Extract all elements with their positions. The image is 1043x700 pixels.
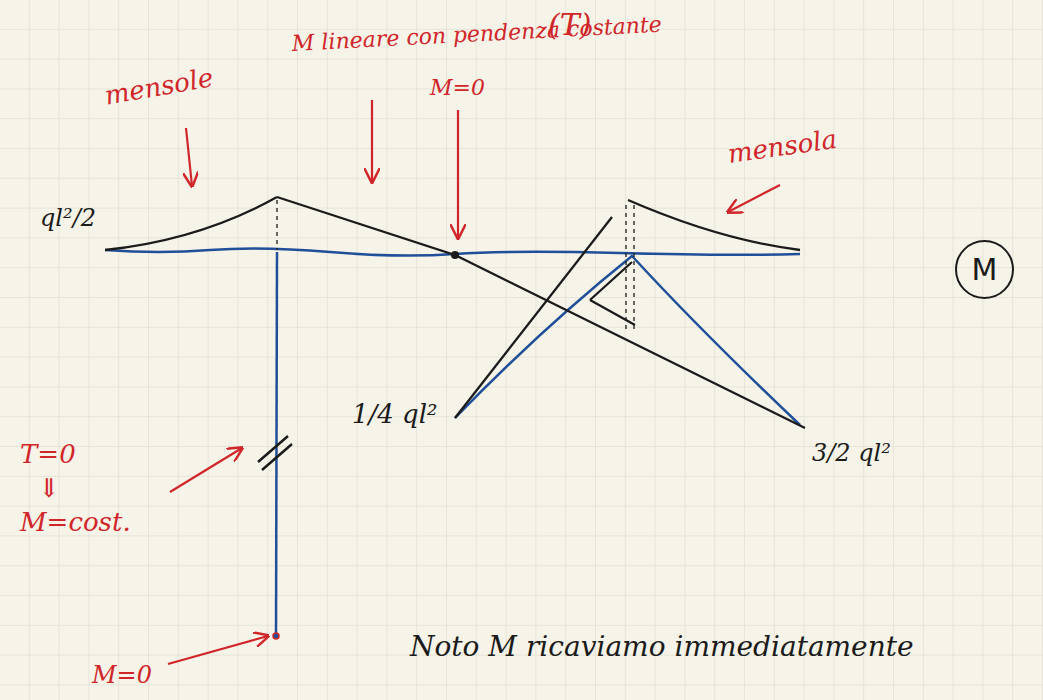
dashed-verticals — [277, 200, 634, 330]
handwritten-note: 3/2 ql² — [812, 440, 891, 466]
handwritten-note: 1/4 ql² — [352, 400, 438, 429]
handwritten-note: M=0 — [430, 76, 485, 100]
handwritten-note: Noto M ricaviamo immediatamente — [410, 632, 914, 663]
callout-arrows — [168, 100, 780, 664]
moment-line — [105, 197, 805, 428]
handwritten-note: ⇓ — [38, 474, 60, 503]
diagram-symbol-circle: M — [955, 240, 1014, 299]
hatch-marks — [258, 436, 292, 470]
handwritten-note: ql²/2 — [40, 205, 96, 231]
handwritten-note: M=cost. — [20, 508, 131, 537]
handwritten-note: M=0 — [92, 662, 152, 688]
handwritten-note: T=0 — [20, 440, 76, 469]
diagram-symbol: M — [972, 252, 998, 287]
structure-axis — [105, 248, 800, 635]
free-end — [273, 633, 279, 639]
